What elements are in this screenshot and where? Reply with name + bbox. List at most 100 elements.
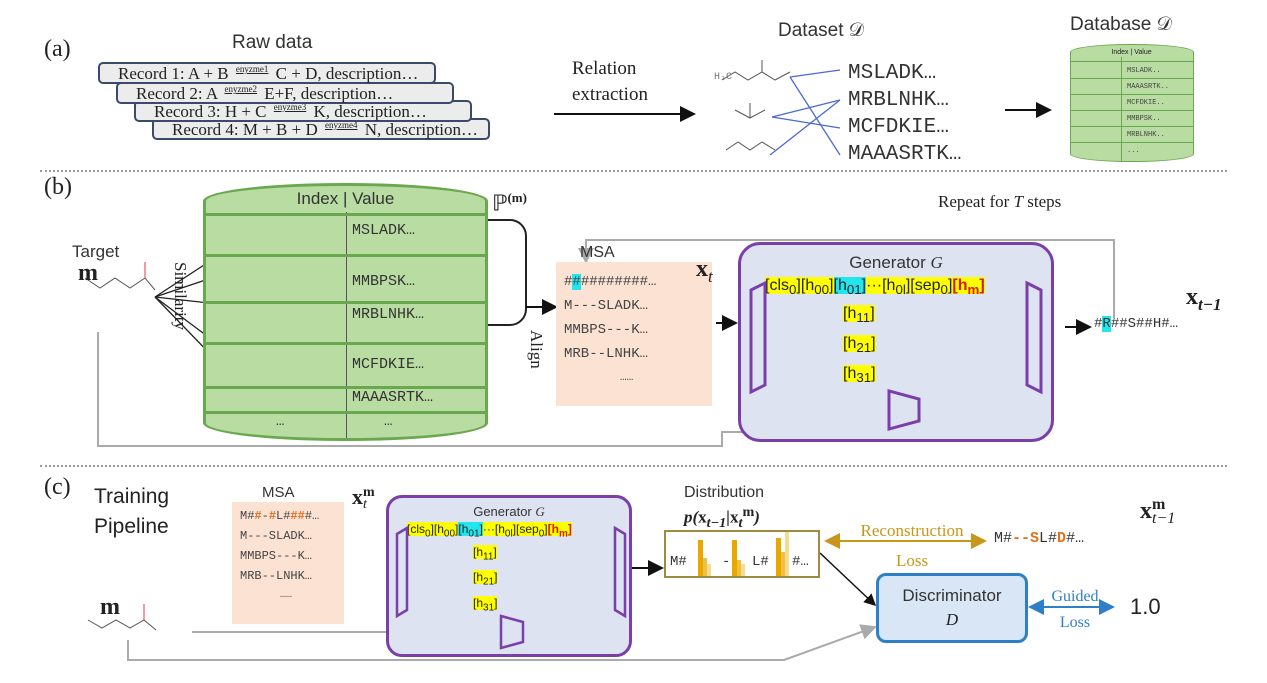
record-text: K, description… (309, 102, 427, 121)
token-sub: 21 (483, 576, 495, 588)
token-text: [h (473, 570, 484, 585)
similarity-label: Similarity (171, 262, 190, 330)
database-column-divider (346, 212, 347, 438)
xtm-symbol: x (352, 484, 363, 509)
prob-bar (741, 564, 745, 576)
output-text: # (1094, 316, 1103, 332)
target-molecule-b (84, 262, 156, 291)
bar-group-3 (776, 532, 789, 576)
msa-row: MRB--LNHK… (564, 346, 649, 362)
align-label: Align (527, 330, 546, 369)
token-h11: [h11] (843, 305, 875, 326)
database-value: MAAASRTK.. (1127, 83, 1170, 91)
generator-shapes (749, 280, 1043, 431)
record-text: Record 2: A (136, 84, 222, 103)
training-pipeline-title: Training Pipeline (94, 482, 169, 542)
xtm-sub: t (363, 496, 367, 512)
database-value: MSLADK.. (1127, 67, 1161, 75)
dataset-sequence: MAAASRTK… (848, 143, 962, 166)
enzyme-label: enyzme4 (324, 120, 358, 130)
discriminator-box: Discriminator D (876, 573, 1028, 643)
database-index: … (276, 414, 285, 430)
prob-bar (732, 540, 737, 576)
dataset-mapping-lines (769, 69, 841, 156)
msa-row: M---SLADK… (240, 529, 313, 543)
token-text: [h (494, 522, 505, 536)
dataset-molecules (721, 60, 791, 151)
masked-token: D (1057, 530, 1067, 547)
sequence-text: #… (304, 509, 320, 523)
msa-more: …… (280, 590, 293, 601)
generator-title-text: Generator (473, 504, 536, 519)
token-column: [h11] [h21] [h31] (843, 301, 876, 392)
distribution-token: M# (670, 554, 687, 570)
database-column-divider (1121, 57, 1122, 161)
generator-symbol: G (930, 253, 943, 272)
token-text: [h (843, 305, 857, 322)
guided-loss-label: Guided Loss (1040, 584, 1110, 636)
token-row: [cls0][h00][h01]···[h0l][sep0][hm] (407, 522, 572, 539)
token-sep: [sep0] (910, 277, 953, 298)
sequence-text: M# (240, 509, 255, 523)
generator-shapes (395, 525, 627, 650)
sequence-text: L# (276, 509, 291, 523)
distribution-title: Distribution (684, 484, 765, 501)
msa-row: M##-#L####… (240, 506, 344, 526)
token-text: [h (473, 595, 484, 610)
target-label: Target (72, 242, 120, 261)
token-sub: 00 (814, 282, 830, 298)
repeat-loop-arrow (578, 239, 1115, 318)
repeat-label: Repeat for T steps (938, 192, 1061, 212)
token-text: [h (843, 335, 857, 353)
token-text: [h (843, 365, 857, 383)
database-header: Index | Value (1111, 49, 1152, 56)
token-text: [h (433, 522, 444, 536)
reconstruction-loss-label: Reconstruction Loss (842, 516, 982, 576)
repeat-text: Repeat for (938, 192, 1014, 211)
token-cls: [cls0] (407, 522, 434, 540)
database-value: MRBLNHK.. (1127, 131, 1165, 139)
database-header: Index | Value (296, 189, 395, 208)
encoder-right-icon (613, 525, 627, 619)
token-h0l: [h0l] (494, 522, 517, 540)
prob-bar (781, 552, 785, 576)
database-value: MRBLNHK… (352, 306, 425, 323)
loss-label-line: Loss (1059, 614, 1091, 631)
generator-title-text: Generator (849, 253, 931, 272)
dataset-sequence: MCFDKIE… (848, 116, 949, 139)
token-sub: 0 (538, 528, 545, 540)
output-sequence: #R##S##H#… (1094, 316, 1178, 332)
relation-extraction-label: Relation extraction (572, 56, 648, 108)
prob-bar (707, 564, 711, 576)
token-sub: 00 (443, 528, 456, 540)
sequence-text: M# (994, 530, 1013, 547)
molecule-encoder-icon (499, 614, 525, 650)
token-sub: 0l (504, 528, 513, 540)
distribution-token: #… (792, 554, 809, 570)
database-value: ... (1127, 147, 1140, 155)
token-text: [h (547, 522, 559, 536)
panel-a-label: (a) (44, 36, 71, 62)
record-text: N, description… (360, 120, 479, 139)
distribution-formula: p(xt−1|xtm) (684, 504, 760, 532)
xt1-label: xt−1 (1186, 284, 1222, 315)
token-h0l: [h0l] (882, 277, 911, 298)
msa-text: ########… (580, 274, 657, 290)
target-molecule-c (87, 604, 157, 631)
token-sub: 0 (789, 282, 797, 298)
generator-title: Generator G (389, 504, 629, 520)
enzyme-label: enyzme3 (273, 102, 307, 112)
bar-group-1 (698, 540, 711, 576)
masked-token: ## (290, 509, 305, 523)
generator-box: Generator G [cls0][h00][h01]···[h0l][sep… (738, 242, 1054, 442)
database-cylinder: Index | Value MSLADK.. MAAASRTK.. MCFDKI… (1070, 44, 1194, 162)
record-2: Record 2: A enyzme2 E+F, description… (116, 82, 454, 104)
xt-label: xt (696, 256, 713, 287)
section-divider (40, 170, 1227, 172)
token-sub: 0 (940, 282, 948, 298)
target-sequence: M#--SL#D#… (994, 530, 1084, 547)
sequence-text: #… (1066, 530, 1085, 547)
token-dots: ··· (482, 522, 495, 536)
relation-label-line1: Relation (572, 58, 637, 79)
record-1: Record 1: A + B enyzme1 C + D, descripti… (98, 62, 436, 84)
